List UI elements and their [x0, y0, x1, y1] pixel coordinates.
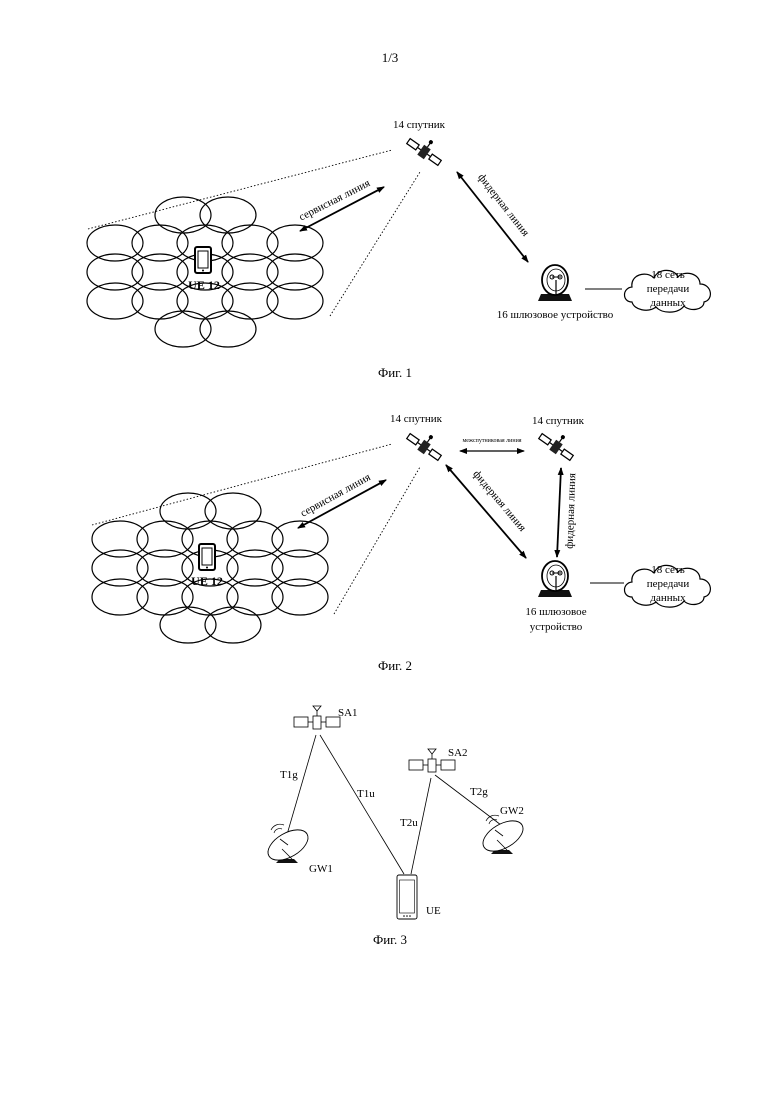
gateway-dish-icon [478, 815, 528, 858]
satellite-2-label: 14 спутник [532, 415, 585, 427]
gw1-label: GW1 [309, 863, 333, 875]
page-number: 1/3 [382, 50, 399, 65]
link-t2g [435, 775, 501, 825]
ue-label: UE 12 [188, 278, 220, 292]
gw2-label: GW2 [500, 805, 524, 817]
network-line-1: 18 сеть [651, 564, 684, 576]
t1g-label: T1g [280, 769, 298, 781]
satellite-1-label: 14 спутник [390, 413, 443, 425]
figure-1: 14 спутник сервисная линия фидерная лини… [87, 119, 710, 380]
phone-icon [195, 247, 211, 273]
gateway-label: 16 шлюзовое устройство [497, 309, 614, 321]
phone-icon [397, 875, 417, 919]
link-t1g [286, 735, 316, 838]
feeder-link-2-label: фидерная линия [564, 473, 579, 549]
phone-icon [199, 544, 215, 570]
satellite-label: 14 спутник [393, 119, 446, 131]
network-line-3: данных [650, 297, 686, 309]
satellite-icon [405, 130, 448, 168]
ue-label: UE [426, 905, 441, 917]
figure-3-caption: Фиг. 3 [373, 932, 407, 947]
figure-3: SA1 SA2 T1g T1u T2u T2g GW2 GW1 UE Фиг. … [263, 706, 528, 947]
feeder-link-1-label: фидерная линия [470, 468, 528, 534]
network-line-3: данных [650, 592, 686, 604]
ue-label: UE 12 [191, 574, 223, 588]
link-t1u [320, 735, 404, 874]
figure-2-caption: Фиг. 2 [378, 658, 412, 673]
figure-1-caption: Фиг. 1 [378, 365, 412, 380]
sa2-label: SA2 [448, 747, 468, 759]
t2u-label: T2u [400, 817, 418, 829]
gateway-line-2: устройство [530, 621, 583, 633]
network-line-1: 18 сеть [651, 269, 684, 281]
t2g-label: T2g [470, 786, 488, 798]
gateway-dish-icon [538, 561, 572, 597]
service-link-label: сервисная линия [297, 177, 372, 223]
gateway-dish-icon [538, 265, 572, 301]
t1u-label: T1u [357, 788, 375, 800]
intersatellite-link-label: межспутниковая линия [462, 438, 521, 444]
satellite-icon [537, 425, 580, 463]
sa1-label: SA1 [338, 707, 358, 719]
network-line-2: передачи [647, 578, 690, 590]
service-link-label: сервисная линия [298, 471, 372, 519]
satellite-icon [405, 425, 448, 463]
satellite-icon [294, 706, 340, 729]
network-line-2: передачи [647, 283, 690, 295]
feeder-link-2-arrow [557, 468, 561, 557]
gateway-line-1: 16 шлюзовое [525, 606, 586, 618]
figure-2: 14 спутник 14 спутник межспутниковая лин… [92, 413, 710, 673]
